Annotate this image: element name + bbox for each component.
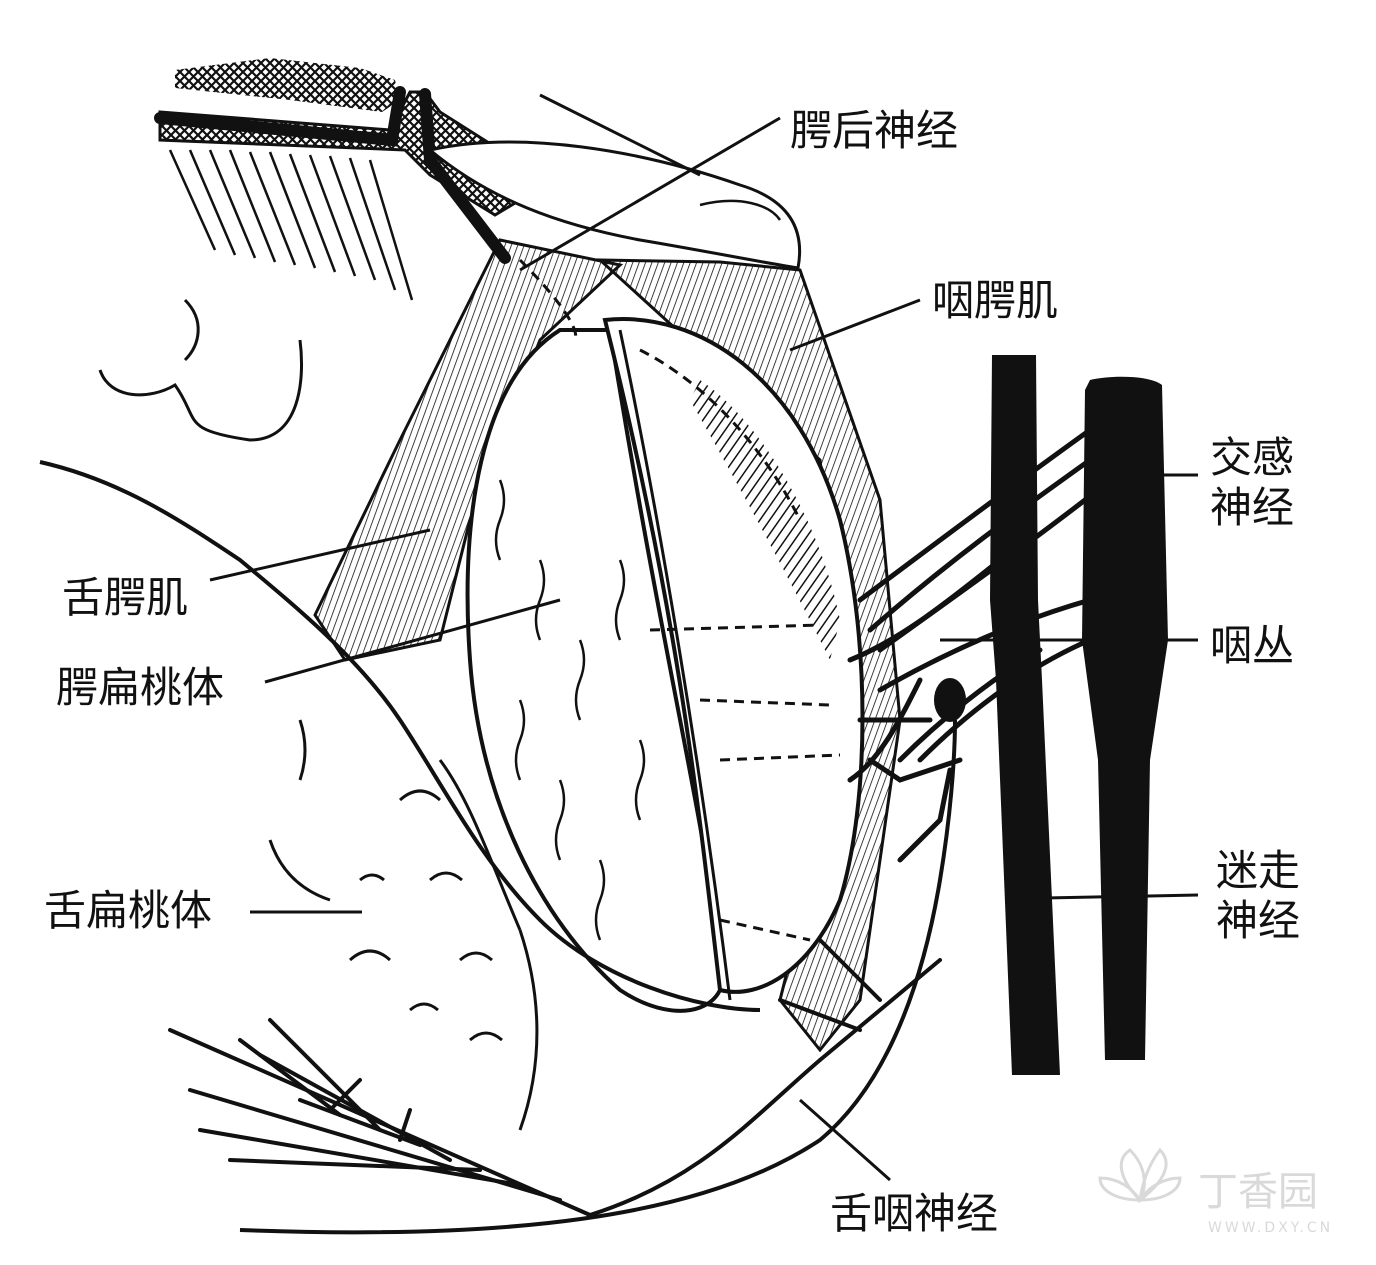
flower-icon (1098, 1147, 1182, 1204)
lingual-tonsil-body (250, 678, 539, 1135)
label-palatopharyngeus: 咽腭肌 (932, 276, 1058, 325)
label-palatine-tonsil: 腭扁桃体 (56, 663, 224, 712)
leader-palatine-tonsil (264, 598, 561, 684)
label-vagus-line2: 神经 (1216, 896, 1300, 945)
leader-vagus (1044, 893, 1199, 900)
label-sympathetic-line2: 神经 (1210, 483, 1294, 532)
label-palatoglossus: 舌腭肌 (62, 573, 188, 622)
label-vagus-line1: 迷走 (1216, 846, 1300, 895)
leader-lines (209, 116, 1199, 1182)
plexus-ganglion (934, 678, 966, 722)
label-glossopharyngeal-nerve: 舌咽神经 (830, 1189, 998, 1238)
tongue-outline (39, 460, 761, 1012)
label-posterior-palatine-nerve: 腭后神经 (790, 106, 958, 155)
sympathetic-trunk (990, 355, 1060, 1075)
palatoglossus-muscle (313, 238, 624, 662)
label-sympathetic-line1: 交感 (1210, 433, 1294, 482)
label-lingual-tonsil: 舌扁桃体 (44, 886, 212, 935)
pharyngeal-plexus-fibres (847, 427, 1093, 863)
watermark-url: WWW.DXY.CN (1208, 1220, 1333, 1236)
palate-top (154, 58, 522, 301)
label-pharyngeal-plexus: 咽丛 (1210, 621, 1294, 670)
leader-glossopharyngeal (799, 1098, 891, 1182)
upper-left-tissue (98, 298, 303, 442)
leader-palatopharyngeus (789, 298, 921, 352)
palatine-tonsil-body (465, 258, 865, 1013)
glossopharyngeal-branches (168, 938, 942, 1217)
vagus-nerve (1082, 376, 1168, 1061)
watermark-brand: 丁香园 (1198, 1169, 1318, 1215)
watermark: 丁香园 WWW.DXY.CN (1098, 1147, 1333, 1236)
soft-palate-flap (426, 140, 802, 270)
leader-posterior-palatine-nerve (519, 116, 781, 272)
labels: 腭后神经 咽腭肌 交感 神经 咽丛 迷走 神经 舌腭肌 腭扁桃体 舌扁桃体 舌咽… (44, 106, 1300, 1238)
leader-palatoglossus (209, 528, 431, 582)
